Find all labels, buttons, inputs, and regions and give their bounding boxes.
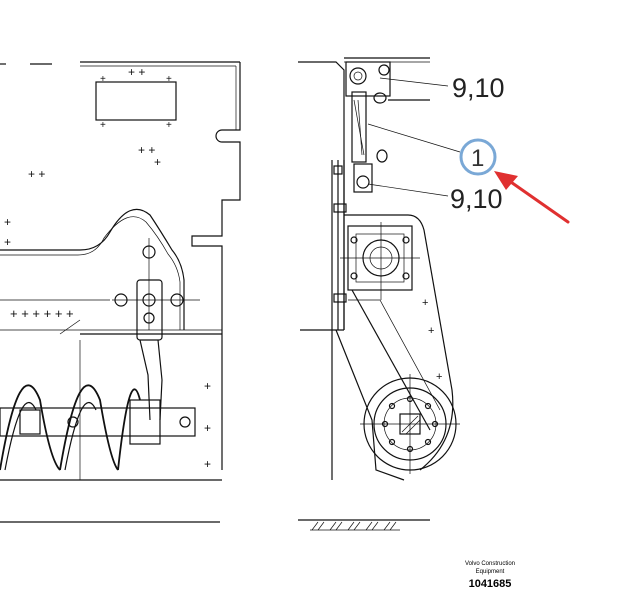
svg-text:+: + xyxy=(422,297,428,309)
svg-text:+: + xyxy=(204,421,211,435)
svg-text:+: + xyxy=(166,74,172,85)
svg-text:+: + xyxy=(204,379,211,393)
svg-text:+ +: + + xyxy=(28,167,45,181)
callout-label-upper: 9,10 xyxy=(452,73,505,103)
svg-text:+ + + + + +: + + + + + + xyxy=(10,306,74,321)
svg-text:+: + xyxy=(100,120,106,131)
svg-text:+ +: + + xyxy=(128,65,145,79)
svg-text:+: + xyxy=(166,120,172,131)
left-view-drawing: + + + + + + + + + + + + + + + + + + + xyxy=(0,61,241,523)
svg-text:+: + xyxy=(4,235,11,249)
drawing-number: 1041685 xyxy=(469,578,512,590)
callout-label-lower: 9,10 xyxy=(450,184,503,214)
company-name-line2: Equipment xyxy=(476,569,505,575)
svg-text:+: + xyxy=(4,215,11,229)
company-name-line1: Volvo Construction xyxy=(465,561,515,567)
svg-text:+: + xyxy=(428,325,434,337)
callout-leader-lines xyxy=(367,77,461,197)
callout-label-highlighted: 1 xyxy=(471,145,484,172)
svg-text:+ +: + + xyxy=(138,143,155,157)
svg-text:+: + xyxy=(436,371,442,383)
red-arrow-icon xyxy=(494,171,570,224)
right-view-drawing: + + + xyxy=(298,57,460,531)
svg-text:+: + xyxy=(100,74,106,85)
highlight-circle xyxy=(459,138,497,176)
svg-text:+: + xyxy=(204,457,211,471)
svg-text:+: + xyxy=(154,155,161,169)
